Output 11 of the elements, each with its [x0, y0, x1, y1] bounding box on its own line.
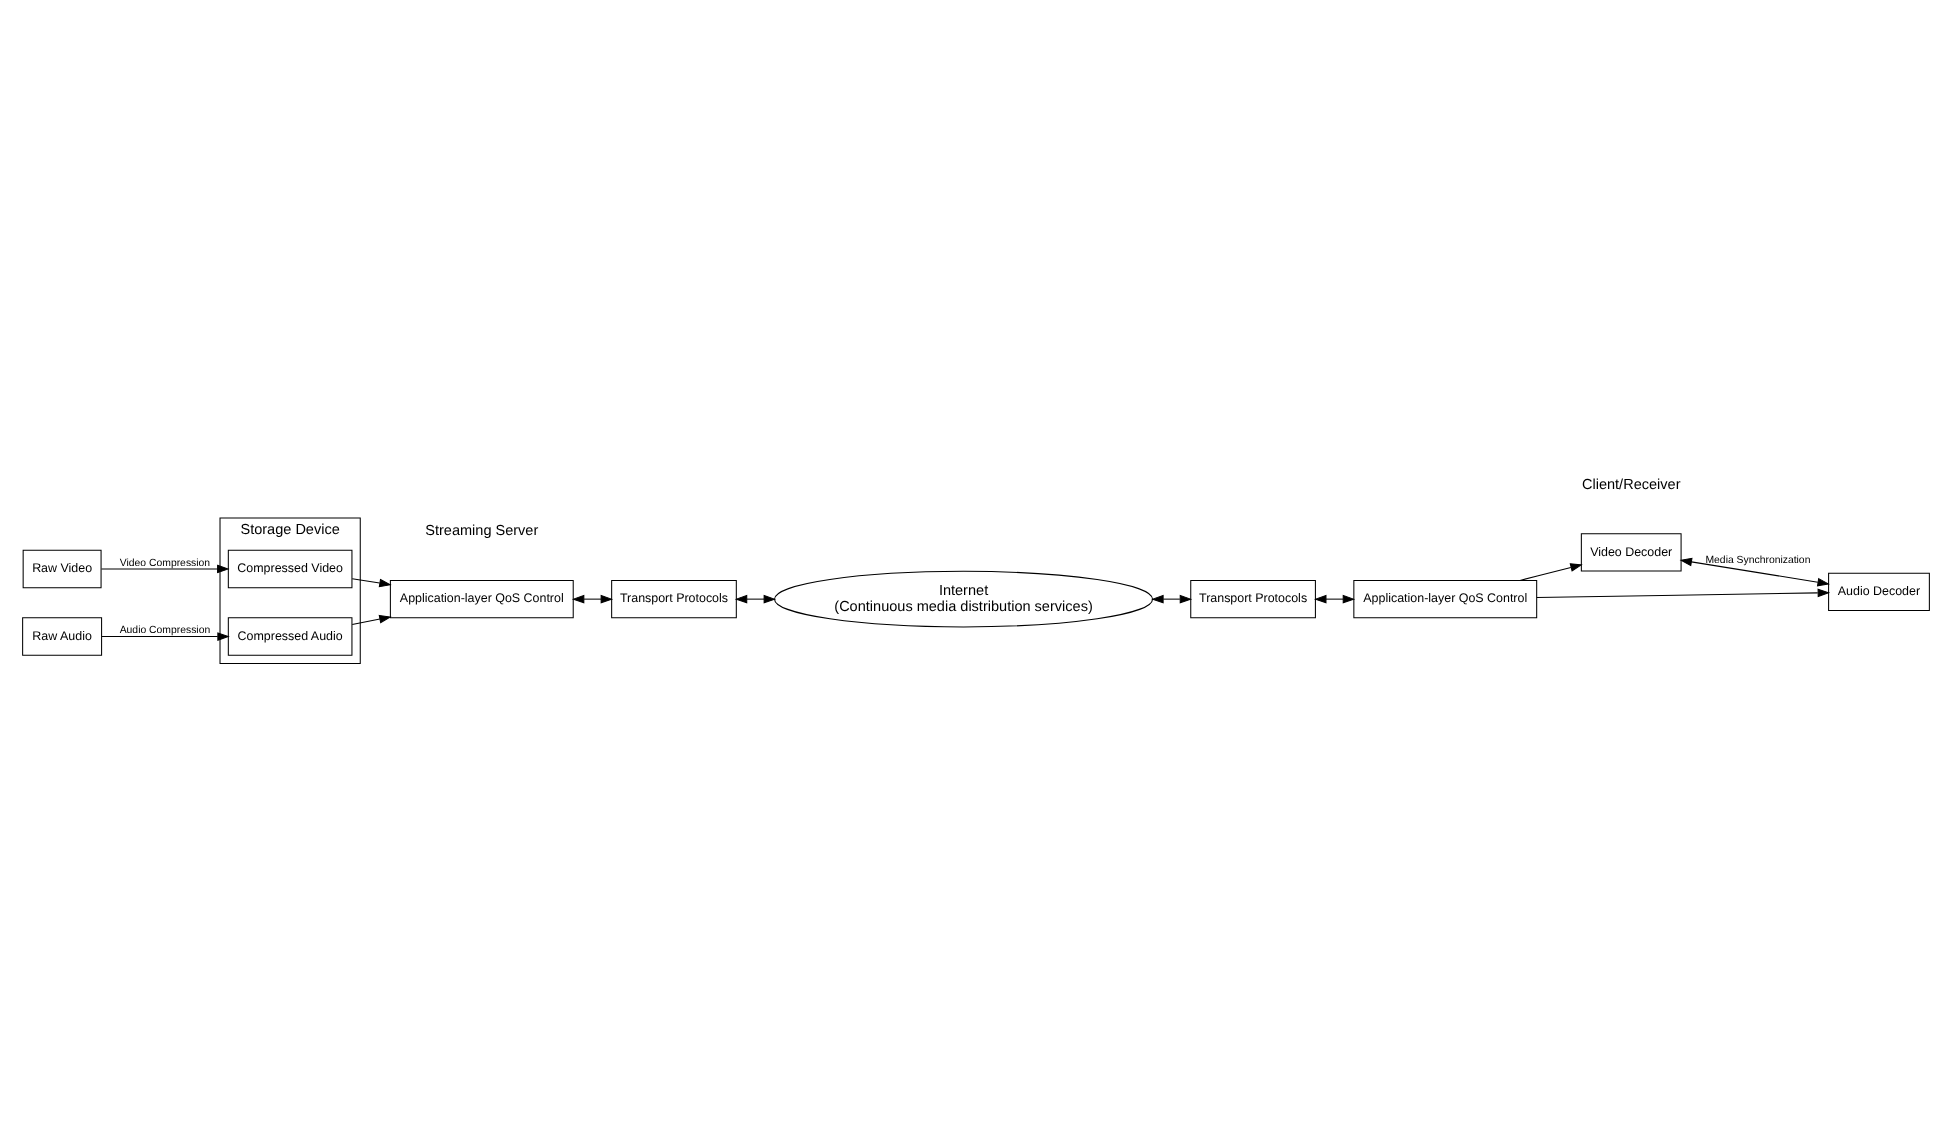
- arrow: [1150, 593, 1192, 603]
- arrow: [733, 593, 776, 603]
- arrow: [1518, 562, 1582, 580]
- arrow: [1678, 556, 1829, 586]
- arrow: [1313, 593, 1355, 603]
- arrow: [570, 593, 613, 603]
- arrow: [99, 563, 229, 573]
- arrow: [1535, 587, 1830, 598]
- arrow: [350, 613, 391, 624]
- arrow: [350, 577, 391, 587]
- arrow: [100, 631, 229, 640]
